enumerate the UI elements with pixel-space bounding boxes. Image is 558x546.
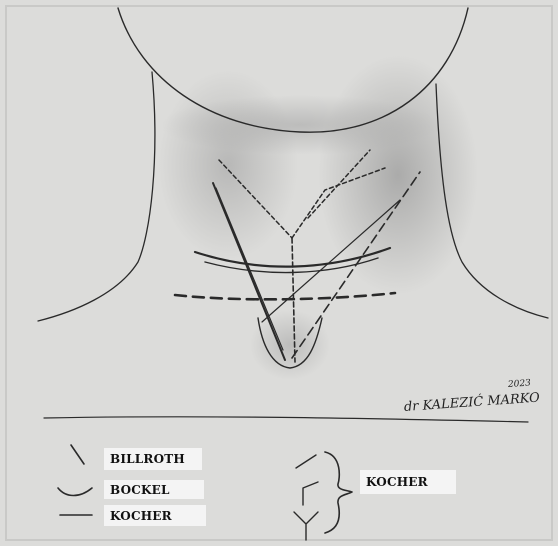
- neck-shading-right: [318, 55, 478, 295]
- kocher-variant-hook-stroke: [303, 482, 318, 505]
- billroth-legend-label: BILLROTH: [104, 448, 202, 470]
- kocher-transverse-incision: [175, 293, 395, 299]
- bockel-legend-symbol: [58, 488, 92, 496]
- kocher-variants-legend-label: KOCHER: [360, 470, 456, 494]
- kocher-variant-y-stroke: [294, 512, 318, 540]
- kocher-variant-oblique-stroke: [296, 455, 316, 468]
- kocher-variants-brace: [325, 452, 352, 533]
- neck-left-outline: [38, 72, 155, 321]
- bockel-legend-label: BOCKEL: [104, 480, 204, 499]
- legend-divider-line: [44, 417, 528, 422]
- chin-shading: [160, 95, 440, 155]
- signature-year: 2023: [508, 378, 532, 390]
- billroth-legend-symbol: [71, 445, 84, 464]
- kocher-legend-label: KOCHER: [104, 505, 206, 526]
